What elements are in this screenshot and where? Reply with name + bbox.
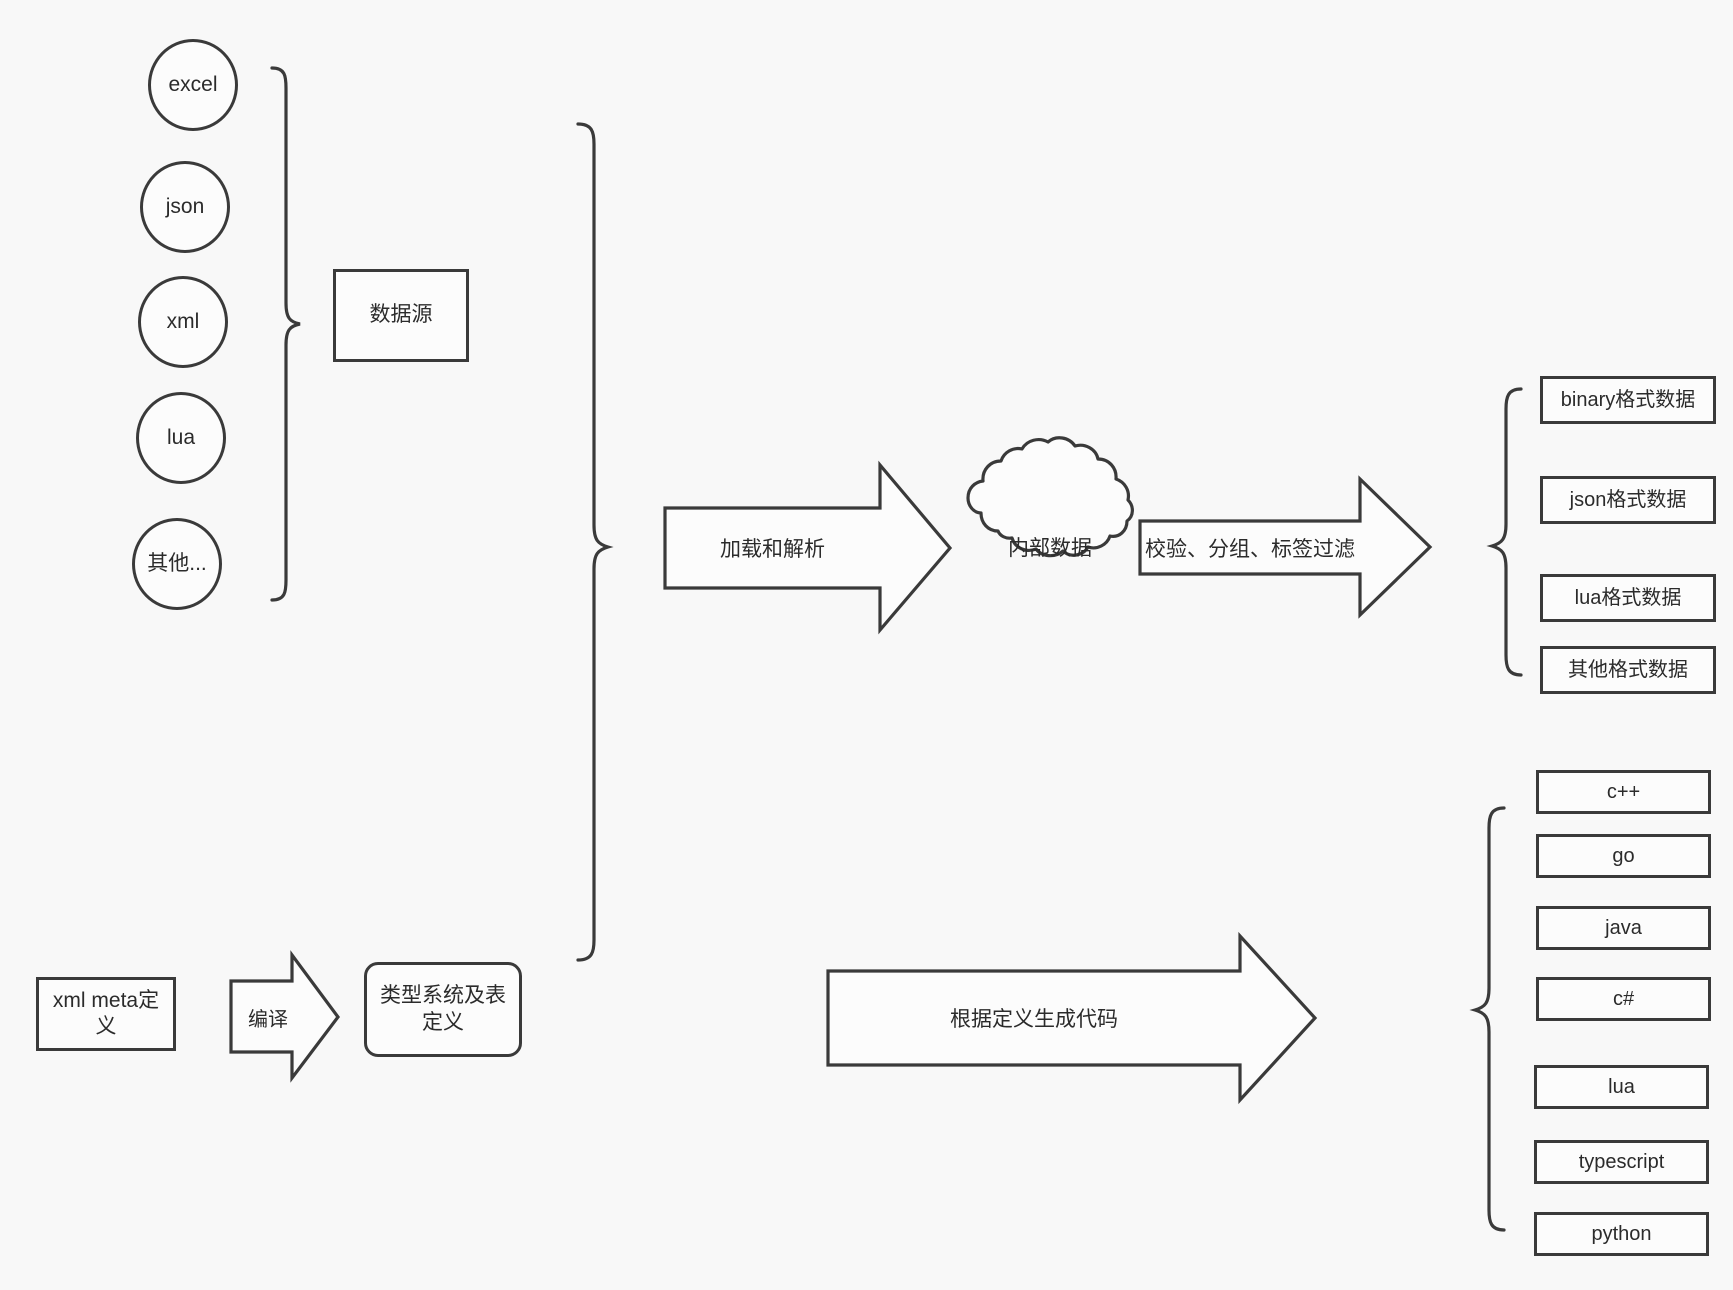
xml-meta-definition-box[interactable]: xml meta定义 bbox=[36, 977, 176, 1051]
filter-label-wrap: 校验、分组、标签过滤 bbox=[1140, 528, 1360, 568]
source-label: excel bbox=[168, 72, 218, 96]
codegen-label: 根据定义生成代码 bbox=[950, 1008, 1118, 1031]
source-label: 其他... bbox=[147, 551, 207, 575]
code-output-lua[interactable]: lua bbox=[1534, 1065, 1709, 1109]
load-parse-label-wrap: 加载和解析 bbox=[665, 528, 880, 568]
compile-label: 编译 bbox=[248, 1008, 288, 1031]
source-node-other[interactable]: 其他... bbox=[132, 518, 222, 610]
source-label: json bbox=[165, 194, 205, 218]
compile-label-wrap: 编译 bbox=[231, 997, 305, 1037]
datasource-label: 数据源 bbox=[369, 303, 433, 327]
data-outputs-brace bbox=[1486, 387, 1523, 677]
code-output-java[interactable]: java bbox=[1536, 906, 1711, 950]
sources-brace bbox=[270, 66, 301, 602]
data-output-label: 其他格式数据 bbox=[1568, 658, 1688, 681]
source-label: lua bbox=[166, 425, 196, 449]
datasource-box[interactable]: 数据源 bbox=[333, 269, 469, 362]
data-output-label: lua格式数据 bbox=[1574, 586, 1682, 609]
internal-data-label-wrap: 内部数据 bbox=[990, 527, 1110, 567]
source-node-xml[interactable]: xml bbox=[138, 276, 228, 368]
source-node-lua[interactable]: lua bbox=[136, 392, 226, 484]
code-output-python[interactable]: python bbox=[1534, 1212, 1709, 1256]
code-output-label: c++ bbox=[1606, 780, 1641, 803]
data-output-json[interactable]: json格式数据 bbox=[1540, 476, 1716, 524]
code-output-label: java bbox=[1605, 916, 1642, 939]
code-output-csharp[interactable]: c# bbox=[1536, 977, 1711, 1021]
type-system-label: 类型系统及表 定义 bbox=[380, 984, 506, 1034]
code-output-label: go bbox=[1612, 844, 1635, 867]
xml-meta-definition-label: xml meta定义 bbox=[52, 988, 160, 1038]
data-output-other[interactable]: 其他格式数据 bbox=[1540, 646, 1716, 694]
code-output-label: lua bbox=[1608, 1075, 1635, 1098]
source-node-json[interactable]: json bbox=[140, 161, 230, 253]
code-output-cpp[interactable]: c++ bbox=[1536, 770, 1711, 814]
filter-label: 校验、分组、标签过滤 bbox=[1145, 538, 1355, 561]
code-output-label: typescript bbox=[1578, 1150, 1665, 1173]
data-output-binary[interactable]: binary格式数据 bbox=[1540, 376, 1716, 424]
code-output-typescript[interactable]: typescript bbox=[1534, 1140, 1709, 1184]
code-outputs-brace bbox=[1469, 806, 1506, 1232]
data-output-label: binary格式数据 bbox=[1560, 388, 1696, 411]
inputs-brace bbox=[576, 122, 614, 962]
load-parse-label: 加载和解析 bbox=[720, 538, 825, 561]
source-label: xml bbox=[166, 309, 200, 333]
code-output-label: python bbox=[1591, 1222, 1652, 1245]
data-output-label: json格式数据 bbox=[1569, 488, 1687, 511]
code-output-go[interactable]: go bbox=[1536, 834, 1711, 878]
code-output-label: c# bbox=[1612, 987, 1635, 1010]
data-output-lua[interactable]: lua格式数据 bbox=[1540, 574, 1716, 622]
internal-data-label: 内部数据 bbox=[1008, 537, 1092, 560]
codegen-label-wrap: 根据定义生成代码 bbox=[828, 998, 1240, 1038]
type-system-box[interactable]: 类型系统及表 定义 bbox=[364, 962, 522, 1057]
source-node-excel[interactable]: excel bbox=[148, 39, 238, 131]
